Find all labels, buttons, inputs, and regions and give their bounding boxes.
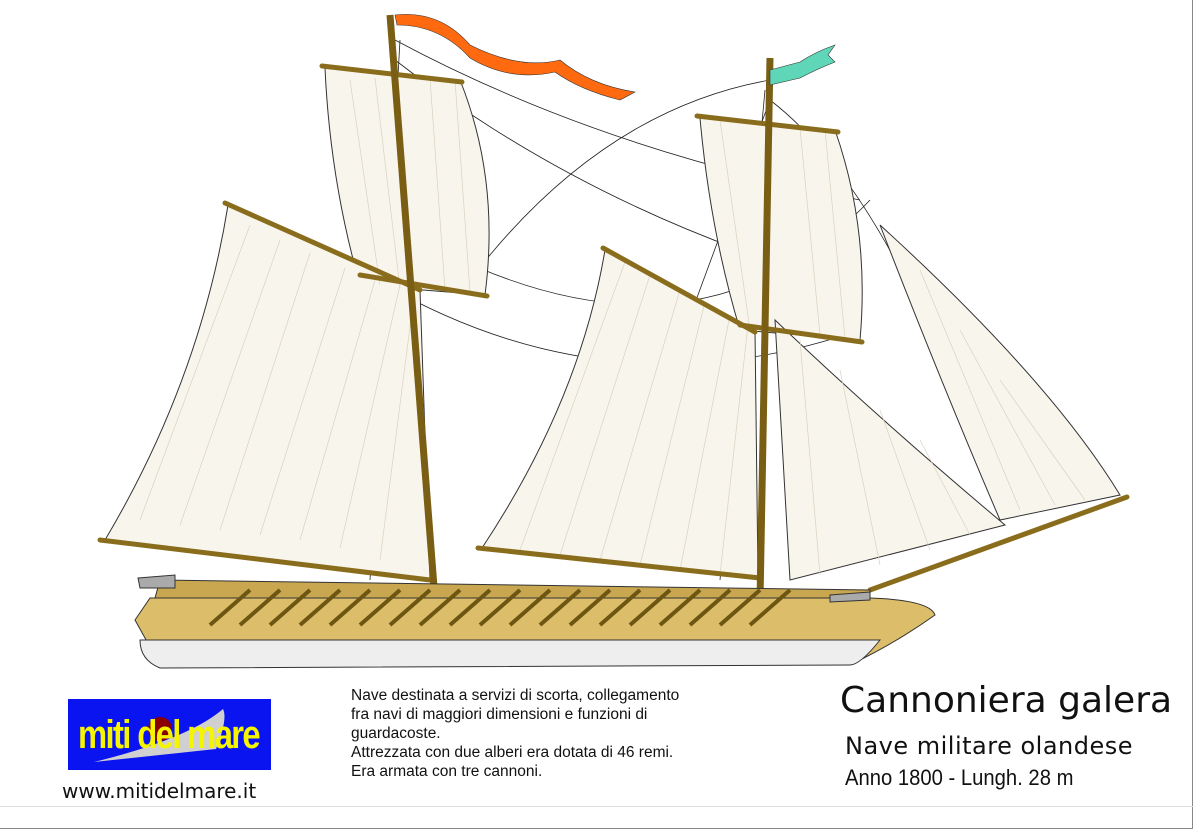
fore-flag [769,44,836,86]
description-line: Nave destinata a servizi di scorta, coll… [351,687,680,704]
website-link[interactable]: www.mitidelmare.it [62,779,257,803]
hull [134,574,936,669]
masts [386,14,774,601]
description-line: fra navi di maggiori dimensioni e funzio… [351,706,648,723]
jib [879,224,1121,521]
spars [97,63,1130,593]
ship-illustration [97,14,1130,669]
logo-text: miti del mare [78,713,261,757]
description-line: Attrezzata con due alberi era dotata di … [351,744,674,761]
sail-seams [139,77,1086,576]
page-title: Cannoniera galera [840,680,1173,721]
logo[interactable]: miti del mare [68,699,271,770]
main-flag [394,14,636,101]
sail-logo-icon [94,709,225,762]
description-line: Era armata con tre cannoni. [351,763,543,780]
description-line: guardacoste. [351,725,441,742]
staysail [774,318,1007,581]
divider [0,806,1193,807]
fore-gaff-sail [481,249,759,579]
description: Nave destinata a servizi di scorta, coll… [351,686,791,781]
sails [104,67,1121,581]
oars [208,588,792,627]
main-gaff-sail [104,204,431,581]
year-length-info: Anno 1800 - Lungh. 28 m [845,765,1074,790]
subtitle: Nave militare olandese [845,732,1134,760]
